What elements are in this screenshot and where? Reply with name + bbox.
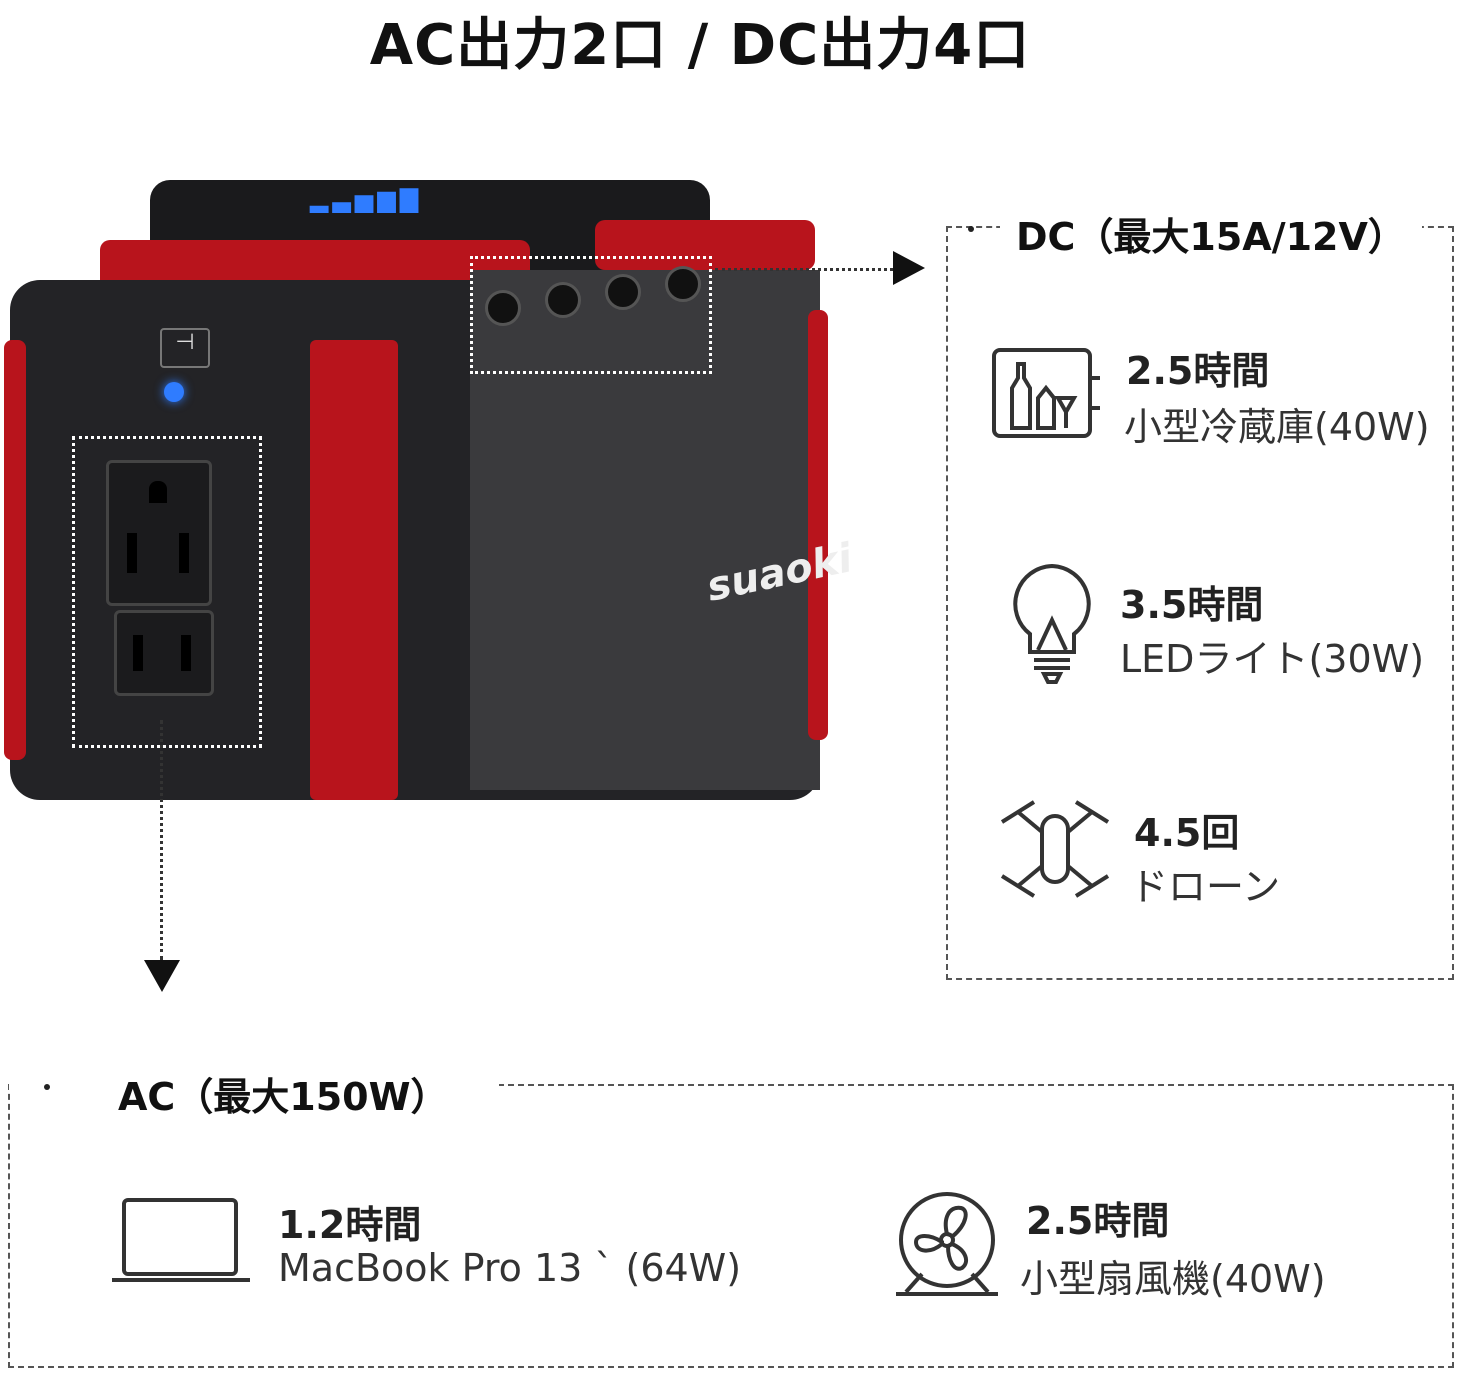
dc-item-value: 3.5時間 xyxy=(1120,583,1264,627)
mini-fridge-icon xyxy=(992,348,1100,438)
laptop-icon xyxy=(112,1196,250,1286)
power-station-image: ▂▃▅▆▇ ⊣ suaoki xyxy=(0,160,856,820)
ac-item-label: 小型扇風機(40W) xyxy=(1020,1257,1326,1301)
ac-section-title: AC（最大150W） xyxy=(102,1066,465,1121)
power-button: ⊣ xyxy=(160,328,210,368)
dc-ports xyxy=(485,266,701,330)
dc-item-value: 2.5時間 xyxy=(1126,349,1270,393)
dc-item-label: 小型冷蔵庫(40W) xyxy=(1124,405,1430,449)
dc-section-title: DC（最大15A/12V） xyxy=(1000,206,1422,261)
dc-item-value: 4.5回 xyxy=(1134,811,1240,855)
ac-outlet-2 xyxy=(114,610,214,696)
arrow-down-icon xyxy=(144,960,180,992)
drone-icon xyxy=(998,792,1112,906)
page-title: AC出力2口 / DC出力4口 xyxy=(369,13,1031,78)
dc-item-label: LEDライト(30W) xyxy=(1120,637,1425,681)
ac-item-label: MacBook Pro 13 ˋ (64W) xyxy=(278,1246,742,1290)
dc-item-label: ドローン xyxy=(1130,865,1281,909)
ac-section xyxy=(8,1084,1454,1368)
fan-icon xyxy=(892,1188,1002,1298)
ac-outlet-1 xyxy=(106,460,212,606)
ac-item-value: 2.5時間 xyxy=(1026,1199,1170,1243)
light-bulb-icon xyxy=(1010,562,1094,684)
arrow-right-icon xyxy=(893,251,925,285)
ac-item-value: 1.2時間 xyxy=(278,1203,422,1247)
led-indicator xyxy=(164,382,184,402)
